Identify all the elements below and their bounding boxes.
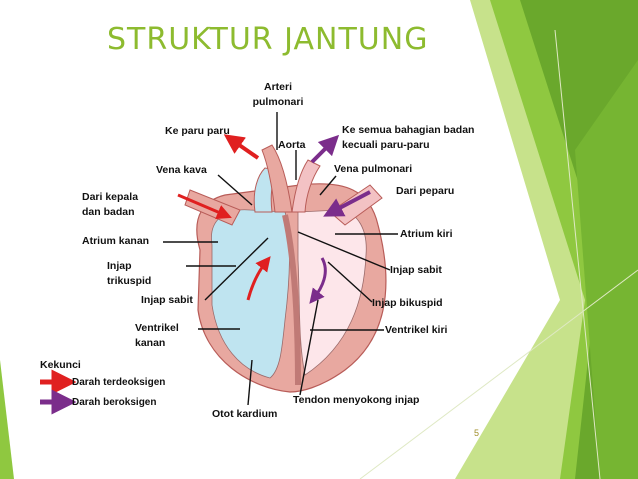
legend-title: Kekunci <box>40 359 81 371</box>
label-ke-paru-paru: Ke paru paru <box>165 125 230 137</box>
label-ventrikel-kiri: Ventrikel kiri <box>385 324 448 336</box>
label-tendon: Tendon menyokong injap <box>293 394 420 406</box>
leader-bikuspid <box>327 261 373 303</box>
leader-sabit-kanan <box>204 237 269 301</box>
slide-title: STRUKTUR JANTUNG <box>107 22 429 57</box>
flow-arrow-left-ventricle <box>309 257 327 304</box>
flow-arrow-right-ventricle <box>246 256 271 301</box>
label-injap-bikuspid: Injap bikuspid <box>372 297 443 309</box>
label-dari-kepala: Dari kepala dan badan <box>82 191 139 218</box>
page-number: 5 <box>474 428 480 438</box>
label-injap-sabit-kanan: Injap sabit <box>141 294 193 306</box>
pulmonary-artery-vessel <box>261 144 293 213</box>
label-injap-sabit-kiri: Injap sabit <box>390 264 442 276</box>
label-otot-kardium: Otot kardium <box>212 408 278 420</box>
leader-tendon <box>299 299 319 396</box>
label-dari-peparu: Dari peparu <box>396 185 455 197</box>
aorta-vessel <box>291 159 321 213</box>
leader-otot <box>247 359 253 406</box>
legend-item-oxygenated: Darah beroksigen <box>72 397 157 408</box>
label-atrium-kiri: Atrium kiri <box>400 228 453 240</box>
leader-sabit-kiri <box>297 231 391 271</box>
deco-line-2 <box>554 29 601 479</box>
left-heart-chambers <box>297 209 367 376</box>
leader-vena-kava <box>217 174 253 206</box>
label-ventrikel-kanan: Ventrikel kanan <box>135 322 179 349</box>
label-ke-semua-bahagian: Ke semua bahagian badan kecuali paru-par… <box>342 124 475 151</box>
leader-vena-pulmonari <box>319 175 337 196</box>
label-aorta: Aorta <box>278 139 306 151</box>
flow-arrow-from-lungs <box>323 190 371 217</box>
legend-item-deoxygenated: Darah terdeoksigen <box>72 377 166 388</box>
flow-arrow-to-body <box>310 134 340 164</box>
green-panel-bright <box>575 60 638 479</box>
deco-line-1 <box>359 269 638 479</box>
septum <box>282 214 301 386</box>
label-injap-trikuspid: Injap trikuspid <box>107 260 152 287</box>
label-atrium-kanan: Atrium kanan <box>82 235 150 247</box>
label-vena-kava: Vena kava <box>156 164 207 176</box>
label-vena-pulmonari: Vena pulmonari <box>334 163 413 175</box>
flow-arrow-from-head <box>177 193 232 219</box>
flow-arrow-to-lungs <box>223 134 260 160</box>
label-arteri-pulmonari: Arteri pulmonari <box>252 81 304 108</box>
green-corner-left <box>0 360 14 479</box>
